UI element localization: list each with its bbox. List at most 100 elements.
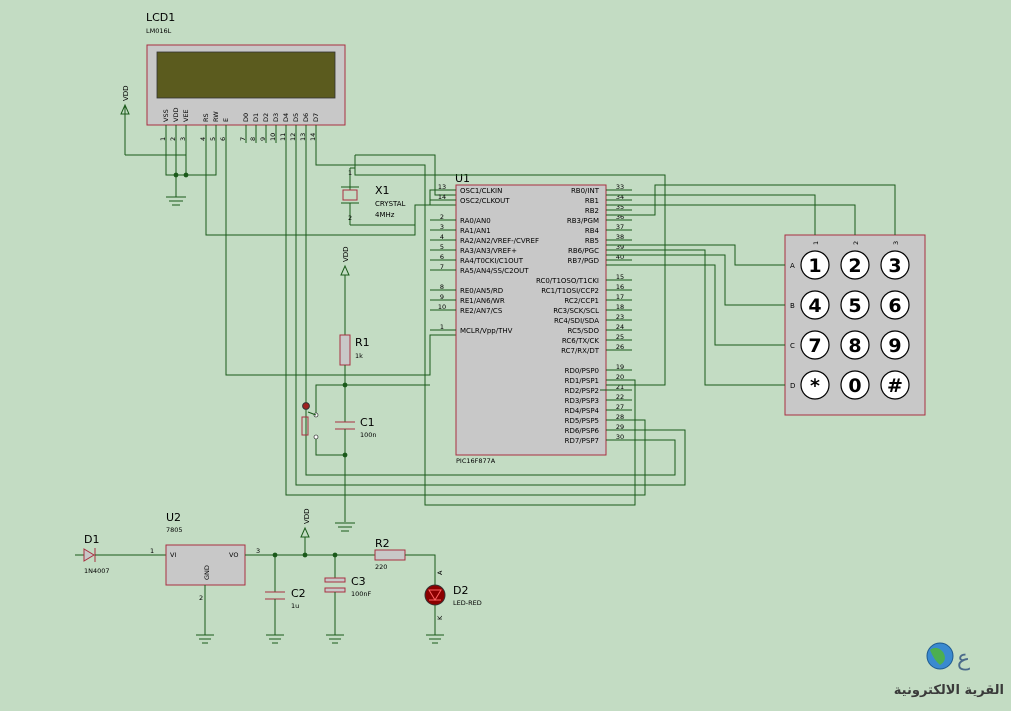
mcu-pin-number: 21 xyxy=(616,383,624,391)
keypad-key-label: 7 xyxy=(808,335,821,357)
mcu-pin-name: RA5/AN4/SS/C2OUT xyxy=(460,267,529,275)
mcu-pin-number: 1 xyxy=(440,323,444,331)
lcd-pin-name: RW xyxy=(212,111,220,122)
svg-text:R1: R1 xyxy=(355,336,370,349)
mcu-pin-number: 14 xyxy=(438,193,446,201)
mcu-pin-name: RB0/INT xyxy=(571,187,600,195)
lcd-module[interactable]: LCD1 LM016L VSS1VDD2VEE3RS4RW5E6D07D18D2… xyxy=(146,11,346,143)
svg-text:C3: C3 xyxy=(351,575,366,588)
lcd-pin-name: D4 xyxy=(282,113,290,122)
regulator-u2[interactable]: U2 7805 VI VO GND 1 3 2 xyxy=(150,511,375,644)
mcu-pin-name: RC6/TX/CK xyxy=(562,337,600,345)
keypad-key[interactable] xyxy=(880,290,910,320)
mcu-pin-name: RB3/PGM xyxy=(567,217,599,225)
lcd-ref: LCD1 xyxy=(146,11,175,24)
lcd-pins: VSS1VDD2VEE3RS4RW5E6D07D18D29D310D411D51… xyxy=(159,108,320,143)
keypad-key-label: 2 xyxy=(848,255,861,277)
lcd-pin-number: 9 xyxy=(259,137,267,141)
mcu-pin-name: RB2 xyxy=(585,207,599,215)
svg-text:A: A xyxy=(436,570,444,575)
mcu-pin-number: 23 xyxy=(616,313,624,321)
resistor-r2[interactable]: R2 220 xyxy=(374,537,436,585)
lcd-pin-number: 12 xyxy=(289,133,297,141)
keypad-key[interactable] xyxy=(880,330,910,360)
lcd-pin-name: E xyxy=(222,118,230,122)
mcu-pin-number: 16 xyxy=(616,283,624,291)
keypad-key[interactable] xyxy=(800,370,830,400)
svg-text:2: 2 xyxy=(199,594,203,602)
mcu-pin-number: 13 xyxy=(438,183,446,191)
svg-text:VDD: VDD xyxy=(342,246,350,262)
mcu-pin-name: RB7/PGD xyxy=(567,257,599,265)
svg-text:1: 1 xyxy=(348,169,352,177)
keypad-key[interactable] xyxy=(800,330,830,360)
keypad-key-label: 4 xyxy=(808,295,821,317)
keypad-key[interactable] xyxy=(840,370,870,400)
lcd-pin-name: D7 xyxy=(312,113,320,122)
svg-text:3: 3 xyxy=(256,547,260,555)
keypad-key[interactable] xyxy=(840,330,870,360)
led-d2[interactable]: D2 LED-RED A K xyxy=(424,570,482,644)
mcu-ref: U1 xyxy=(455,172,470,185)
keypad-key-label: * xyxy=(810,375,820,397)
keypad-key[interactable] xyxy=(840,250,870,280)
mcu-pin-name: RB6/PGC xyxy=(568,247,599,255)
keypad-key-label: 3 xyxy=(888,255,901,277)
svg-text:VI: VI xyxy=(170,551,176,559)
mcu-pin-number: 7 xyxy=(440,263,444,271)
mcu-pin-name: RC2/CCP1 xyxy=(564,297,599,305)
lcd-wiring xyxy=(125,143,686,506)
mcu-pin-name: RB4 xyxy=(585,227,600,235)
mcu-pin-number: 17 xyxy=(616,293,624,301)
lcd-pin-number: 6 xyxy=(219,137,227,141)
mcu-pin-number: 33 xyxy=(616,183,624,191)
keypad-key-label: 0 xyxy=(848,375,861,397)
vdd-terminal-reg: VDD xyxy=(300,508,311,558)
mcu-pin-number: 5 xyxy=(440,243,444,251)
mcu-pin-number: 27 xyxy=(616,403,624,411)
mcu-pin-name: OSC1/CLKIN xyxy=(460,187,502,195)
diode-d1[interactable]: D1 1N4007 xyxy=(75,533,166,575)
resistor-r1[interactable]: R1 1k xyxy=(315,334,430,405)
keypad-key[interactable] xyxy=(800,250,830,280)
capacitor-c1[interactable]: C1 100n xyxy=(335,385,377,532)
keypad-key[interactable] xyxy=(880,250,910,280)
lcd-pin-number: 7 xyxy=(239,137,247,141)
keypad-col-label: 2 xyxy=(852,241,860,245)
vdd-terminal-mcu: VDD xyxy=(340,246,350,335)
svg-text:VDD: VDD xyxy=(303,508,311,524)
svg-text:R2: R2 xyxy=(375,537,390,550)
watermark-text: القرية الالكترونية xyxy=(894,683,1004,698)
mcu-pin-name: RB1 xyxy=(585,197,599,205)
capacitor-c2[interactable]: C2 1u xyxy=(265,552,306,644)
mcu-pin-name: MCLR/Vpp/THV xyxy=(460,327,513,335)
capacitor-c3[interactable]: C3 100nF xyxy=(324,552,372,644)
keypad-row-label: C xyxy=(790,342,795,350)
lcd-model: LM016L xyxy=(146,27,172,35)
lcd-pin-name: D2 xyxy=(262,113,270,122)
keypad-key[interactable] xyxy=(800,290,830,320)
mcu-pin-name: RD7/PSP7 xyxy=(565,437,599,445)
mcu-pin-number: 25 xyxy=(616,333,624,341)
svg-text:2: 2 xyxy=(348,214,352,222)
keypad-key[interactable] xyxy=(840,290,870,320)
mcu-pin-name: RA1/AN1 xyxy=(460,227,491,235)
mcu-pin-number: 40 xyxy=(616,253,624,261)
keypad-key[interactable] xyxy=(880,370,910,400)
svg-text:220: 220 xyxy=(375,563,387,571)
lcd-pin-number: 14 xyxy=(309,133,317,141)
mcu-pin-name: RA4/T0CKI/C1OUT xyxy=(460,257,524,265)
mcu-pin-name: RC0/T1OSO/T1CKI xyxy=(536,277,599,285)
mcu-pin-name: RE2/AN7/CS xyxy=(460,307,503,315)
lcd-pin-number: 5 xyxy=(209,137,217,141)
mcu-pin-name: OSC2/CLKOUT xyxy=(460,197,510,205)
mcu-pin-name: RC1/T1OSI/CCP2 xyxy=(541,287,599,295)
mcu-pin-name: RA3/AN3/VREF+ xyxy=(460,247,517,255)
svg-text:100nF: 100nF xyxy=(351,590,372,598)
svg-text:VO: VO xyxy=(229,551,238,559)
reset-button[interactable] xyxy=(301,402,345,456)
